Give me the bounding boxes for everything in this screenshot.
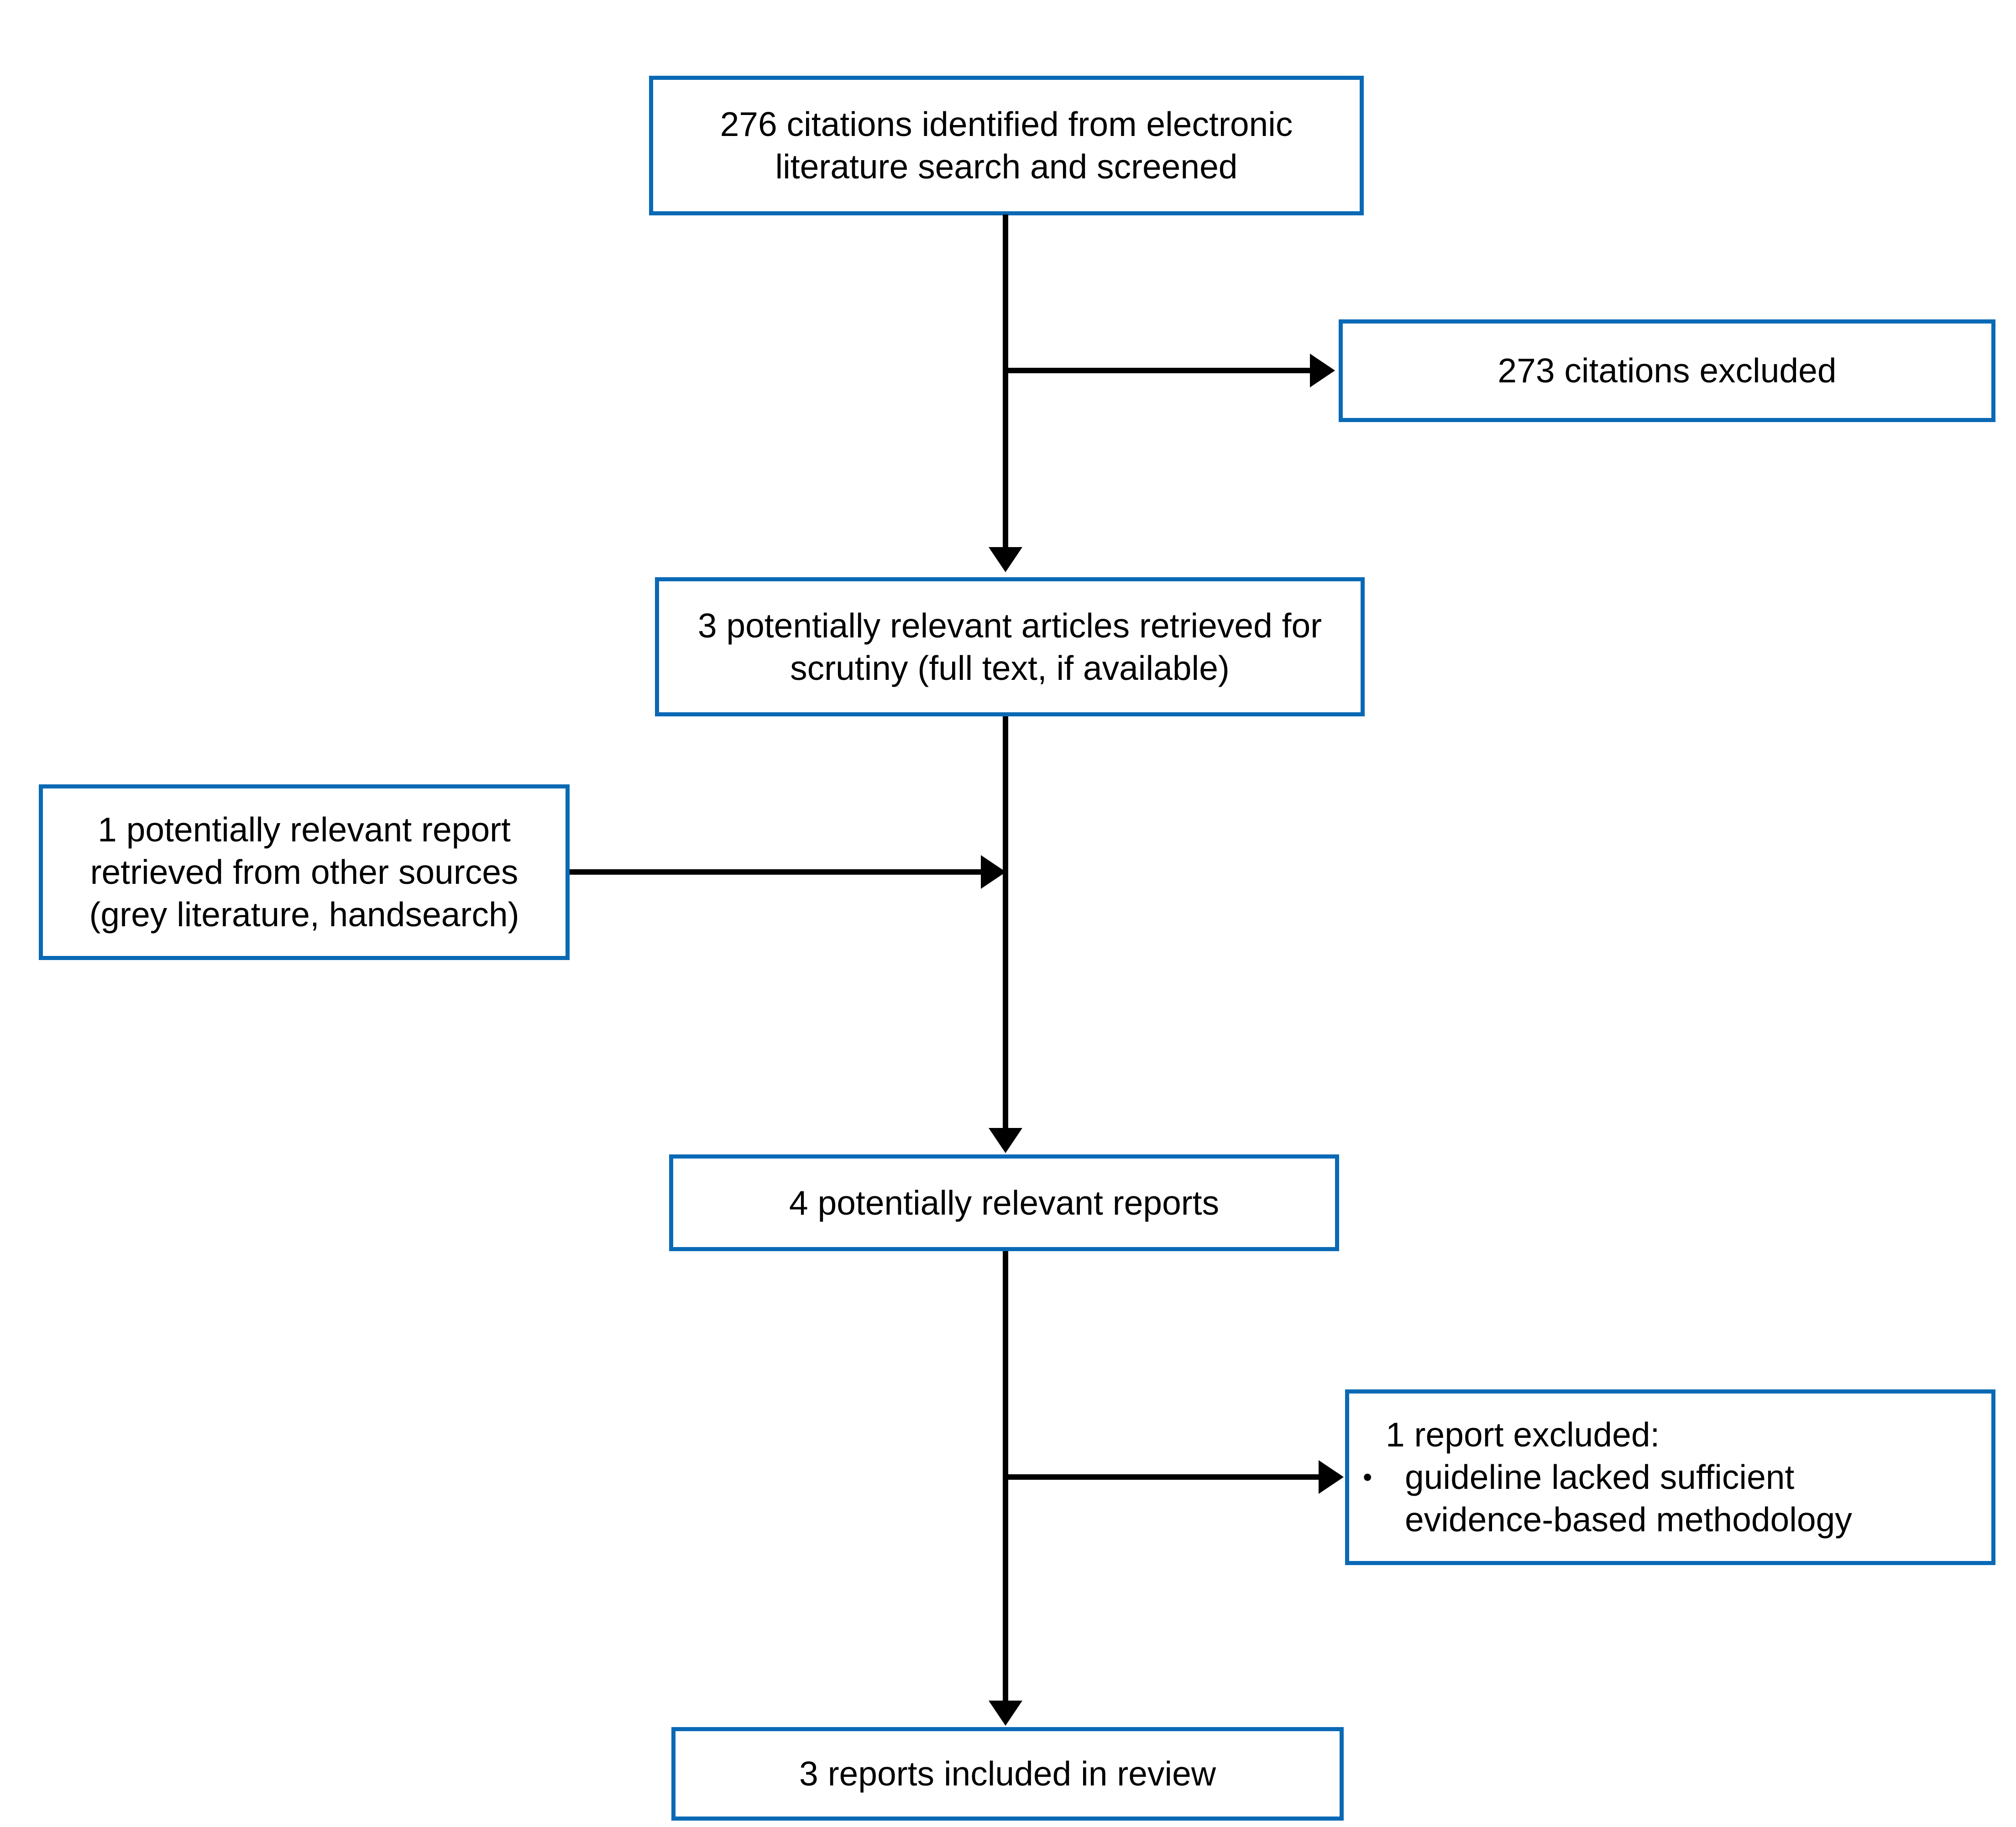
- report-excluded-bullet-text: guideline lacked sufficient evidence-bas…: [1405, 1458, 1852, 1539]
- arrowhead-down-icon: [989, 1701, 1022, 1726]
- reports-included-text: 3 reports included in review: [799, 1754, 1216, 1793]
- report-excluded-bullet-item: • guideline lacked sufficient evidence-b…: [1363, 1456, 1978, 1541]
- arrow-line-branch-to-citations-excluded: [1003, 368, 1310, 373]
- report-excluded-heading: 1 report excluded:: [1386, 1415, 1660, 1454]
- arrow-line-retrieved-to-combined: [1003, 716, 1008, 1128]
- flow-box-articles-retrieved: 3 potentially relevant articles retrieve…: [655, 577, 1365, 716]
- arrowhead-down-icon: [989, 547, 1022, 572]
- flow-box-citations-excluded: 273 citations excluded: [1339, 319, 1995, 422]
- arrowhead-right-icon: [1310, 354, 1335, 387]
- arrow-line-branch-to-report-excluded: [1003, 1474, 1319, 1480]
- arrow-line-other-sources-to-flow: [570, 869, 981, 875]
- flow-box-reports-included: 3 reports included in review: [671, 1727, 1344, 1821]
- articles-retrieved-text: 3 potentially relevant articles retrieve…: [697, 606, 1322, 687]
- flow-box-other-sources: 1 potentially relevant report retrieved …: [39, 784, 570, 960]
- potentially-relevant-reports-text: 4 potentially relevant reports: [789, 1183, 1220, 1222]
- arrowhead-down-icon: [989, 1128, 1022, 1153]
- citations-excluded-text: 273 citations excluded: [1498, 351, 1837, 390]
- flow-box-report-excluded: 1 report excluded: • guideline lacked su…: [1345, 1389, 1995, 1565]
- arrowhead-right-icon: [1319, 1460, 1344, 1494]
- flow-box-citations-identified: 276 citations identified from electronic…: [649, 76, 1364, 215]
- bullet-icon: •: [1363, 1462, 1372, 1492]
- flow-box-potentially-relevant-reports: 4 potentially relevant reports: [669, 1154, 1339, 1251]
- arrow-line-identified-to-retrieved: [1003, 214, 1008, 548]
- other-sources-text: 1 potentially relevant report retrieved …: [89, 810, 519, 934]
- citations-identified-text: 276 citations identified from electronic…: [720, 105, 1293, 186]
- arrowhead-right-icon: [981, 855, 1006, 889]
